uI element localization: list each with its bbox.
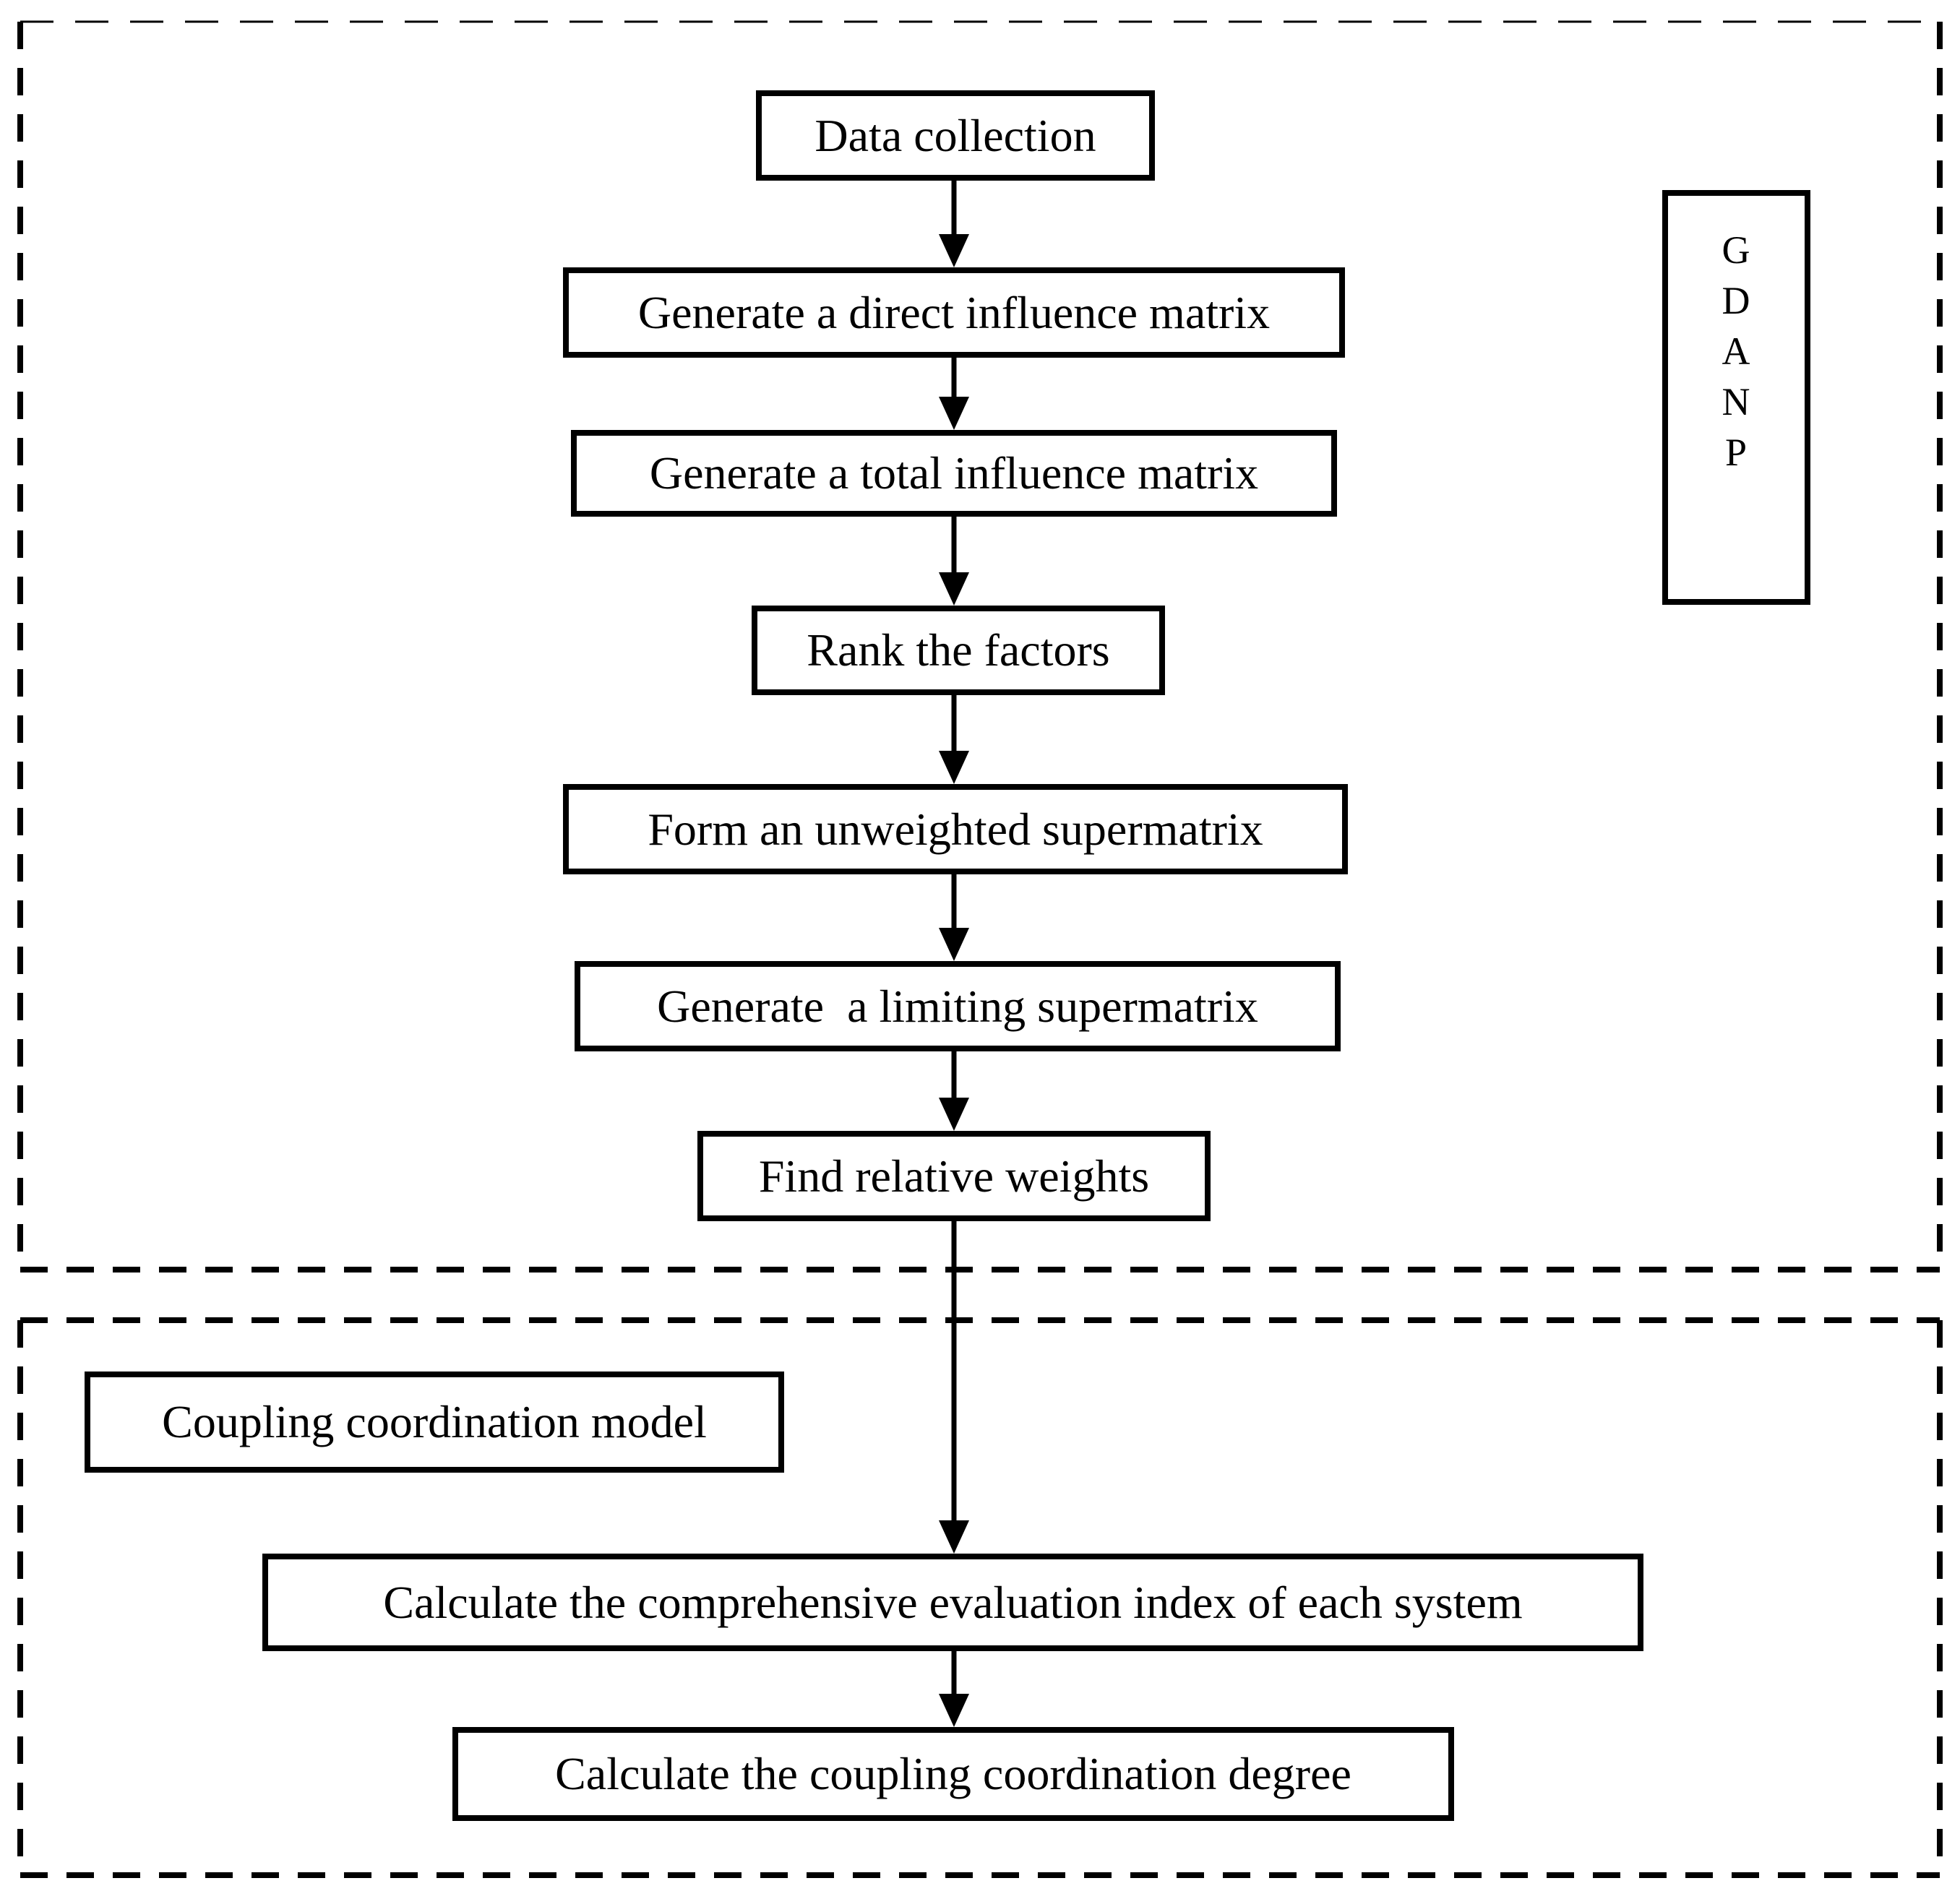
step-unweighted-supermatrix: Form an unweighted supermatrix [563,784,1348,874]
label-coupling-coordination-model: Coupling coordination model [85,1372,784,1473]
step-find-relative-weights: Find relative weights [697,1131,1211,1221]
step-direct-influence-matrix: Generate a direct influence matrix [563,267,1345,358]
step-limiting-supermatrix: Generate a limiting supermatrix [575,961,1341,1051]
step-comprehensive-evaluation-index: Calculate the comprehensive evaluation i… [262,1554,1643,1651]
gdanp-letter-a: A [1722,330,1751,373]
step-total-influence-matrix: Generate a total influence matrix [571,430,1337,517]
flow-arrows [939,181,969,1727]
coupling-section-frame [17,1317,1943,1878]
step-data-collection: Data collection [756,90,1155,181]
step-coupling-coordination-degree: Calculate the coupling coordination degr… [452,1727,1454,1821]
step-rank-factors: Rank the factors [752,606,1165,695]
gdanp-side-label: G D A N P [1662,190,1810,605]
gdanp-letter-p: P [1724,431,1748,474]
gdanp-letter-d: D [1722,279,1751,322]
gdanp-letter-g: G [1722,228,1751,272]
gdanp-letter-n: N [1722,380,1751,423]
gdanp-section-frame [17,20,1943,1273]
